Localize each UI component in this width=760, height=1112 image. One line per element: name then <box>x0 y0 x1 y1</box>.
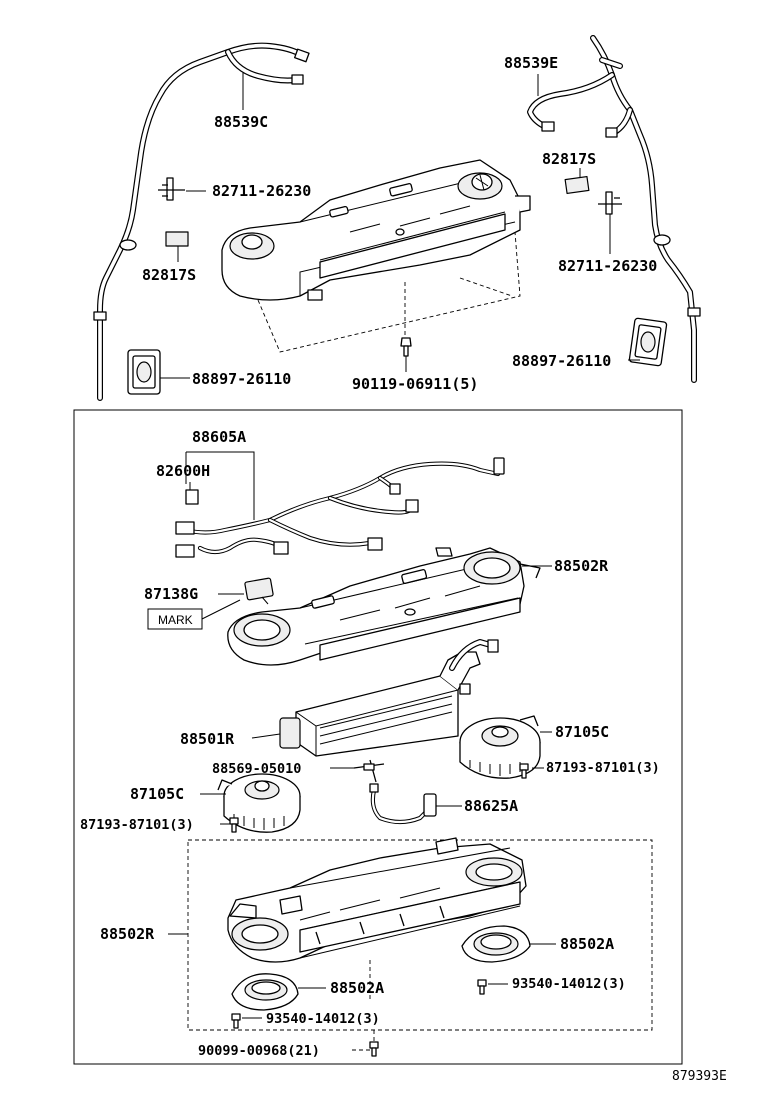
label-88502R-bottom: 88502R <box>100 925 155 943</box>
label-87193-left: 87193-87101(3) <box>80 817 194 833</box>
sensor-87138G <box>244 577 274 605</box>
label-88502A-right: 88502A <box>560 935 614 953</box>
label-87105C-right: 87105C <box>555 723 609 741</box>
screw-87193-right <box>519 763 529 779</box>
screw-93540-right <box>477 979 487 995</box>
label-82817S-left: 82817S <box>142 266 196 284</box>
blower-motor-right <box>459 715 541 779</box>
label-88539C: 88539C <box>214 113 268 131</box>
label-87193-right: 87193-87101(3) <box>546 760 660 776</box>
mark-callout <box>147 599 241 630</box>
label-mark: MARK <box>158 613 193 627</box>
upper-housing-88502R <box>227 547 541 666</box>
bolt-90119 <box>400 337 412 357</box>
label-87105C-left: 87105C <box>130 785 184 803</box>
label-88501R: 88501R <box>180 730 235 748</box>
grommet-left <box>127 349 161 395</box>
drain-hose-right <box>527 35 701 383</box>
label-88502A-left: 88502A <box>330 979 384 997</box>
label-93540-right: 93540-14012(3) <box>512 976 626 992</box>
pad-right <box>564 175 590 195</box>
wire-harness <box>175 457 505 558</box>
grommet-right <box>628 317 668 367</box>
screw-93540-left <box>231 1013 241 1029</box>
clamp-left <box>158 177 185 201</box>
drain-hose-left <box>93 42 310 401</box>
label-87138G: 87138G <box>144 585 198 603</box>
clamp-right <box>598 191 622 215</box>
housing-assembly-top <box>221 159 531 301</box>
label-82600H: 82600H <box>156 462 210 480</box>
heater-core <box>279 639 499 757</box>
sub-harness-88625A <box>369 783 437 825</box>
label-82711-right: 82711-26230 <box>558 257 657 275</box>
sensor-88569 <box>353 759 385 783</box>
label-88605A: 88605A <box>192 428 246 446</box>
seal-plate-left <box>231 973 299 1011</box>
label-90119: 90119-06911(5) <box>352 375 478 393</box>
label-88502R-top: 88502R <box>554 557 609 575</box>
lower-housing-88502R <box>227 837 527 963</box>
label-93540-left: 93540-14012(3) <box>266 1011 380 1027</box>
assembly-frame <box>73 409 683 1065</box>
label-88539E: 88539E <box>504 54 558 72</box>
label-82817S-right: 82817S <box>542 150 596 168</box>
label-88897-right: 88897-26110 <box>512 352 611 370</box>
screw-87193-left <box>229 817 239 833</box>
figure-reference: 879393E <box>672 1069 727 1084</box>
blower-motor-left <box>217 773 301 833</box>
label-90099: 90099-00968(21) <box>198 1043 320 1059</box>
label-88897-left: 88897-26110 <box>192 370 291 388</box>
screw-90099 <box>369 1041 379 1057</box>
seal-plate-right <box>461 925 531 963</box>
label-82711-left: 82711-26230 <box>212 182 311 200</box>
pad-left <box>165 231 189 247</box>
label-88569: 88569-05010 <box>212 761 301 777</box>
lower-housing-frame <box>187 839 653 1031</box>
label-88625A: 88625A <box>464 797 518 815</box>
